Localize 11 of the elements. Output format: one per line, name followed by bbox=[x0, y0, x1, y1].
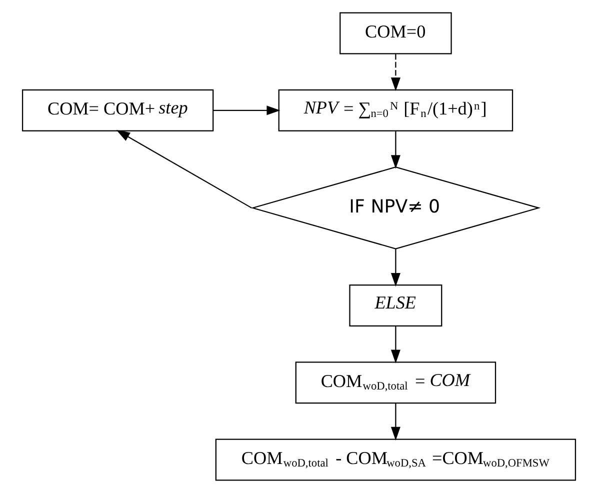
node-box: COM= COM+ step bbox=[22, 89, 214, 132]
arrow bbox=[116, 130, 252, 208]
node-box: COM=0 bbox=[340, 12, 452, 54]
node-diamond: IF NPV≠ 0 bbox=[250, 166, 541, 250]
arrow bbox=[213, 106, 280, 116]
arrow bbox=[390, 248, 400, 287]
arrow bbox=[390, 403, 400, 441]
node-box: ELSE bbox=[349, 284, 442, 326]
arrow bbox=[390, 54, 400, 92]
arrow bbox=[390, 131, 400, 169]
arrow bbox=[390, 326, 400, 364]
